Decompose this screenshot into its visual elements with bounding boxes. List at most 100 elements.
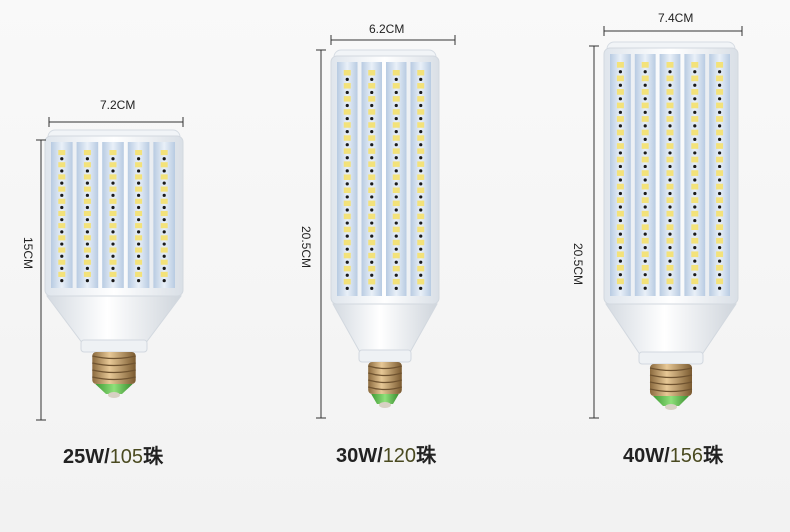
bulb1-led	[135, 210, 143, 217]
bulb2-led-dot	[419, 143, 423, 147]
bulb1-led	[160, 150, 168, 156]
bulb3-led	[716, 264, 724, 271]
bulb2-led-dot	[370, 182, 374, 186]
bulb2-led	[417, 200, 425, 207]
bulb1-led	[58, 223, 66, 229]
bulb3-thread	[649, 374, 693, 379]
bulb3-led	[616, 75, 624, 82]
bulb3-led	[641, 278, 649, 285]
bulb2-led	[343, 109, 351, 115]
bulb3-led-dot	[643, 178, 647, 182]
bulb1-led	[135, 174, 143, 180]
bulb2-unit: 珠	[416, 445, 437, 467]
bulb2-led-dot	[345, 234, 349, 238]
bulb1-led-dot	[111, 157, 115, 161]
bulb3-led-dot	[693, 164, 697, 169]
bulb3-led-dot	[643, 286, 647, 290]
bulb3-led	[691, 156, 699, 163]
bulb1-led-dot	[111, 169, 115, 173]
bulb2-led-dot	[370, 169, 374, 173]
bulb3-led	[691, 224, 699, 231]
bulb3-collar	[638, 351, 704, 365]
bulb1-power: 25W/	[63, 446, 110, 468]
bulb1-led-dot	[60, 218, 64, 222]
bulb2-led-dot	[394, 182, 398, 186]
bulb1-led	[58, 186, 66, 192]
bulb2-led-dot	[345, 156, 349, 160]
bulb3-led-dot	[643, 124, 647, 128]
bulb3-caption: 40W/156珠	[623, 439, 723, 468]
bulb3-led-dot	[643, 246, 647, 250]
bulb1-led-dot	[162, 278, 166, 283]
bulb2-led-dot	[419, 273, 423, 277]
bulb1-led-dot	[85, 266, 89, 271]
bulb3-led-dot	[643, 110, 647, 114]
bulb3-led-dot	[693, 178, 697, 182]
bulb2-led-dot	[394, 116, 398, 121]
bulb2-led-dot	[394, 260, 398, 264]
bulb3-led-dot	[718, 273, 722, 277]
bulb1-led	[83, 198, 91, 204]
bulb3-led	[716, 116, 724, 122]
bulb1-led	[109, 186, 117, 192]
bulb3-led	[716, 210, 724, 217]
bulb2-led	[343, 278, 351, 285]
bulb3-led-dot	[618, 286, 623, 290]
bulb2-led	[417, 239, 425, 246]
bulb1-led	[135, 259, 143, 265]
bulb2-led	[368, 96, 376, 102]
bulb2-led	[392, 174, 400, 180]
bulb2-led	[343, 187, 351, 194]
bulb2-led	[392, 252, 400, 259]
bulb3-led	[691, 116, 699, 122]
bulb1-led	[109, 174, 117, 180]
bulb1-led	[135, 198, 143, 204]
bulb3-thread	[649, 388, 693, 393]
bulb2-tip	[379, 402, 391, 408]
bulb2-led	[417, 161, 425, 167]
bulb2-led-dot	[370, 286, 374, 290]
bulb3-led	[666, 102, 674, 109]
bulb1-led-dot	[111, 278, 115, 283]
bulb3-led-dot	[718, 83, 722, 87]
bulb2-led	[368, 252, 376, 259]
bulb1-led-dot	[85, 205, 89, 210]
bulb1-led-dot	[111, 266, 115, 271]
bulb2-led	[368, 148, 376, 154]
bulb2-led	[368, 226, 376, 233]
bulb3-led	[616, 129, 624, 136]
bulb2-led-dot	[394, 90, 398, 95]
bulb2-width-label: 6.2CM	[369, 22, 405, 36]
bulb3-led-dot	[618, 178, 623, 182]
bulb3-led-dot	[618, 70, 623, 74]
bulb1-led-dot	[85, 230, 89, 234]
bulb1-caption: 25W/105珠	[63, 440, 163, 469]
bulb1-led-dot	[162, 169, 166, 173]
bulb1-led	[160, 247, 168, 253]
bulb1-led-dot	[137, 230, 141, 234]
bulb3-led-dot	[643, 191, 647, 196]
bulb3-led-dot	[693, 191, 697, 196]
bulb2-led	[343, 83, 351, 89]
bulb1-led-dot	[137, 278, 141, 283]
bulb3-led	[691, 237, 699, 244]
bulb3-led	[691, 143, 699, 149]
bulb3-led	[716, 75, 724, 82]
bulb2-led	[368, 70, 376, 76]
bulb1-insulator	[95, 384, 133, 394]
bulb3-led	[616, 183, 624, 190]
bulb3-led-dot	[718, 246, 722, 250]
bulb1-led-dot	[137, 266, 141, 271]
bulb2-led	[392, 109, 400, 115]
bulb3-insulator	[653, 396, 689, 406]
bulb3-led-dot	[718, 97, 722, 101]
bulb1-height-label: 15CM	[21, 236, 36, 270]
bulb1-led	[58, 271, 66, 277]
bulb1-led-dot	[85, 278, 89, 283]
bulb2-led	[417, 278, 425, 285]
bulb2-led-dot	[419, 77, 423, 82]
bulb3-led	[691, 170, 699, 176]
bulb3-led-dot	[668, 178, 672, 182]
bulb1-led-dot	[60, 181, 64, 185]
